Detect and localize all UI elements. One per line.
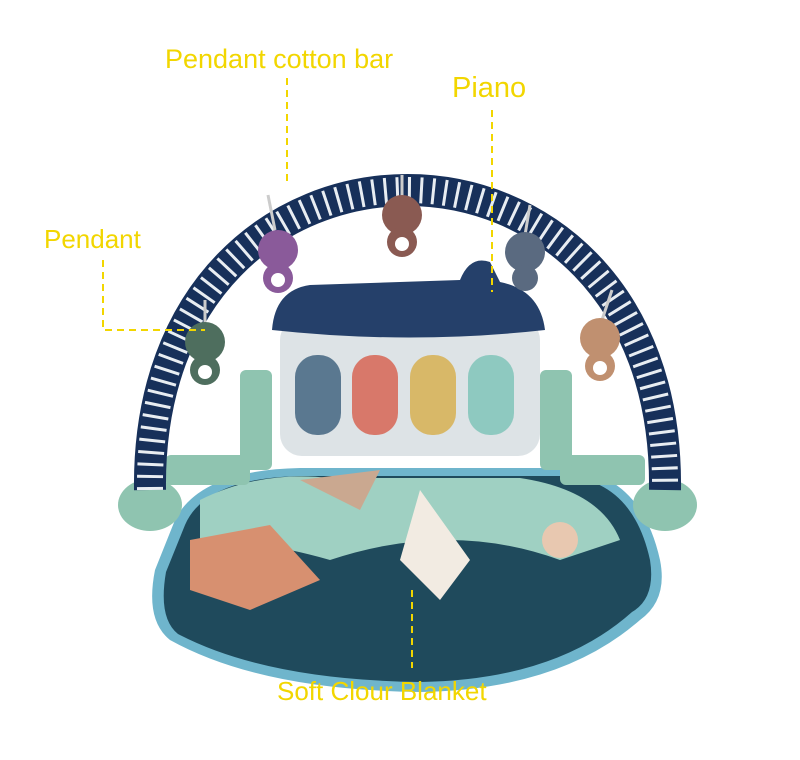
- label-pendant: Pendant: [44, 224, 141, 254]
- label-soft-blanket: Soft Clour Blanket: [277, 676, 487, 706]
- piano: [272, 260, 545, 456]
- arch-feet: [118, 370, 697, 531]
- pendant-purple: [258, 194, 298, 293]
- pendant-grey: [505, 204, 545, 291]
- pendant-cotton-bar: [133, 174, 682, 491]
- blanket: [152, 468, 662, 692]
- pendant-tan: [580, 289, 620, 381]
- label-piano: Piano: [452, 72, 527, 104]
- label-pendant-cotton-bar: Pendant cotton bar: [165, 44, 394, 74]
- pendant-leader: [102, 260, 205, 331]
- pendant-brown: [382, 175, 422, 257]
- pendants: [185, 175, 620, 385]
- pendant-green: [185, 300, 225, 385]
- leader-lines: [102, 78, 493, 668]
